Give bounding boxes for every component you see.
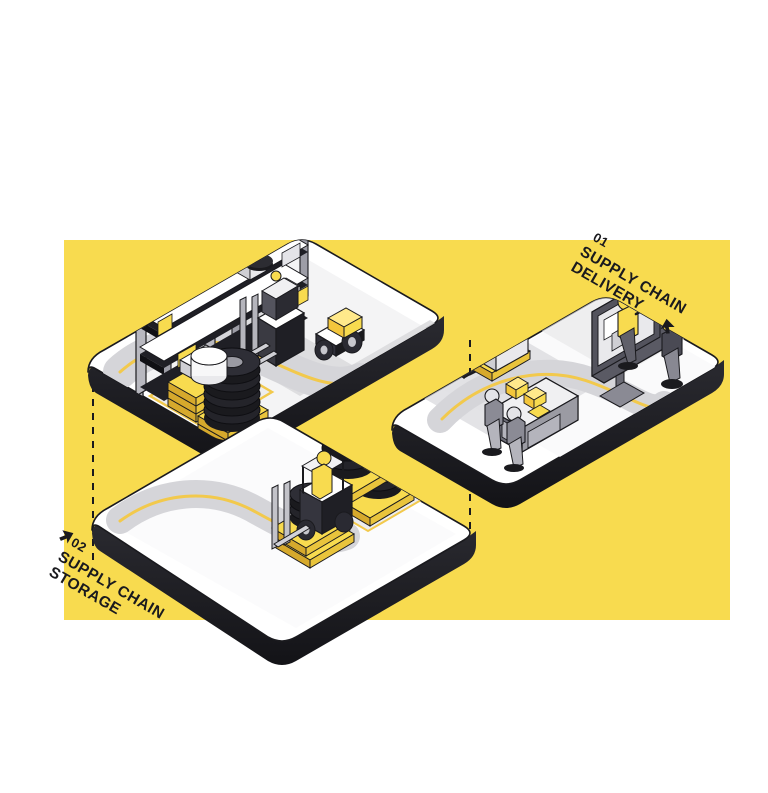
arrow-pointer-icon <box>59 530 74 544</box>
arrow-pointer-icon <box>660 318 675 334</box>
warehouse-platform <box>87 239 444 464</box>
agv-cart-with-box <box>314 307 366 361</box>
label-number-01: 01 <box>591 230 612 251</box>
loading-crew <box>482 388 526 472</box>
forklift-operator <box>271 450 354 550</box>
label-number-02: 02 <box>69 535 90 556</box>
barrel-drum <box>190 346 228 386</box>
